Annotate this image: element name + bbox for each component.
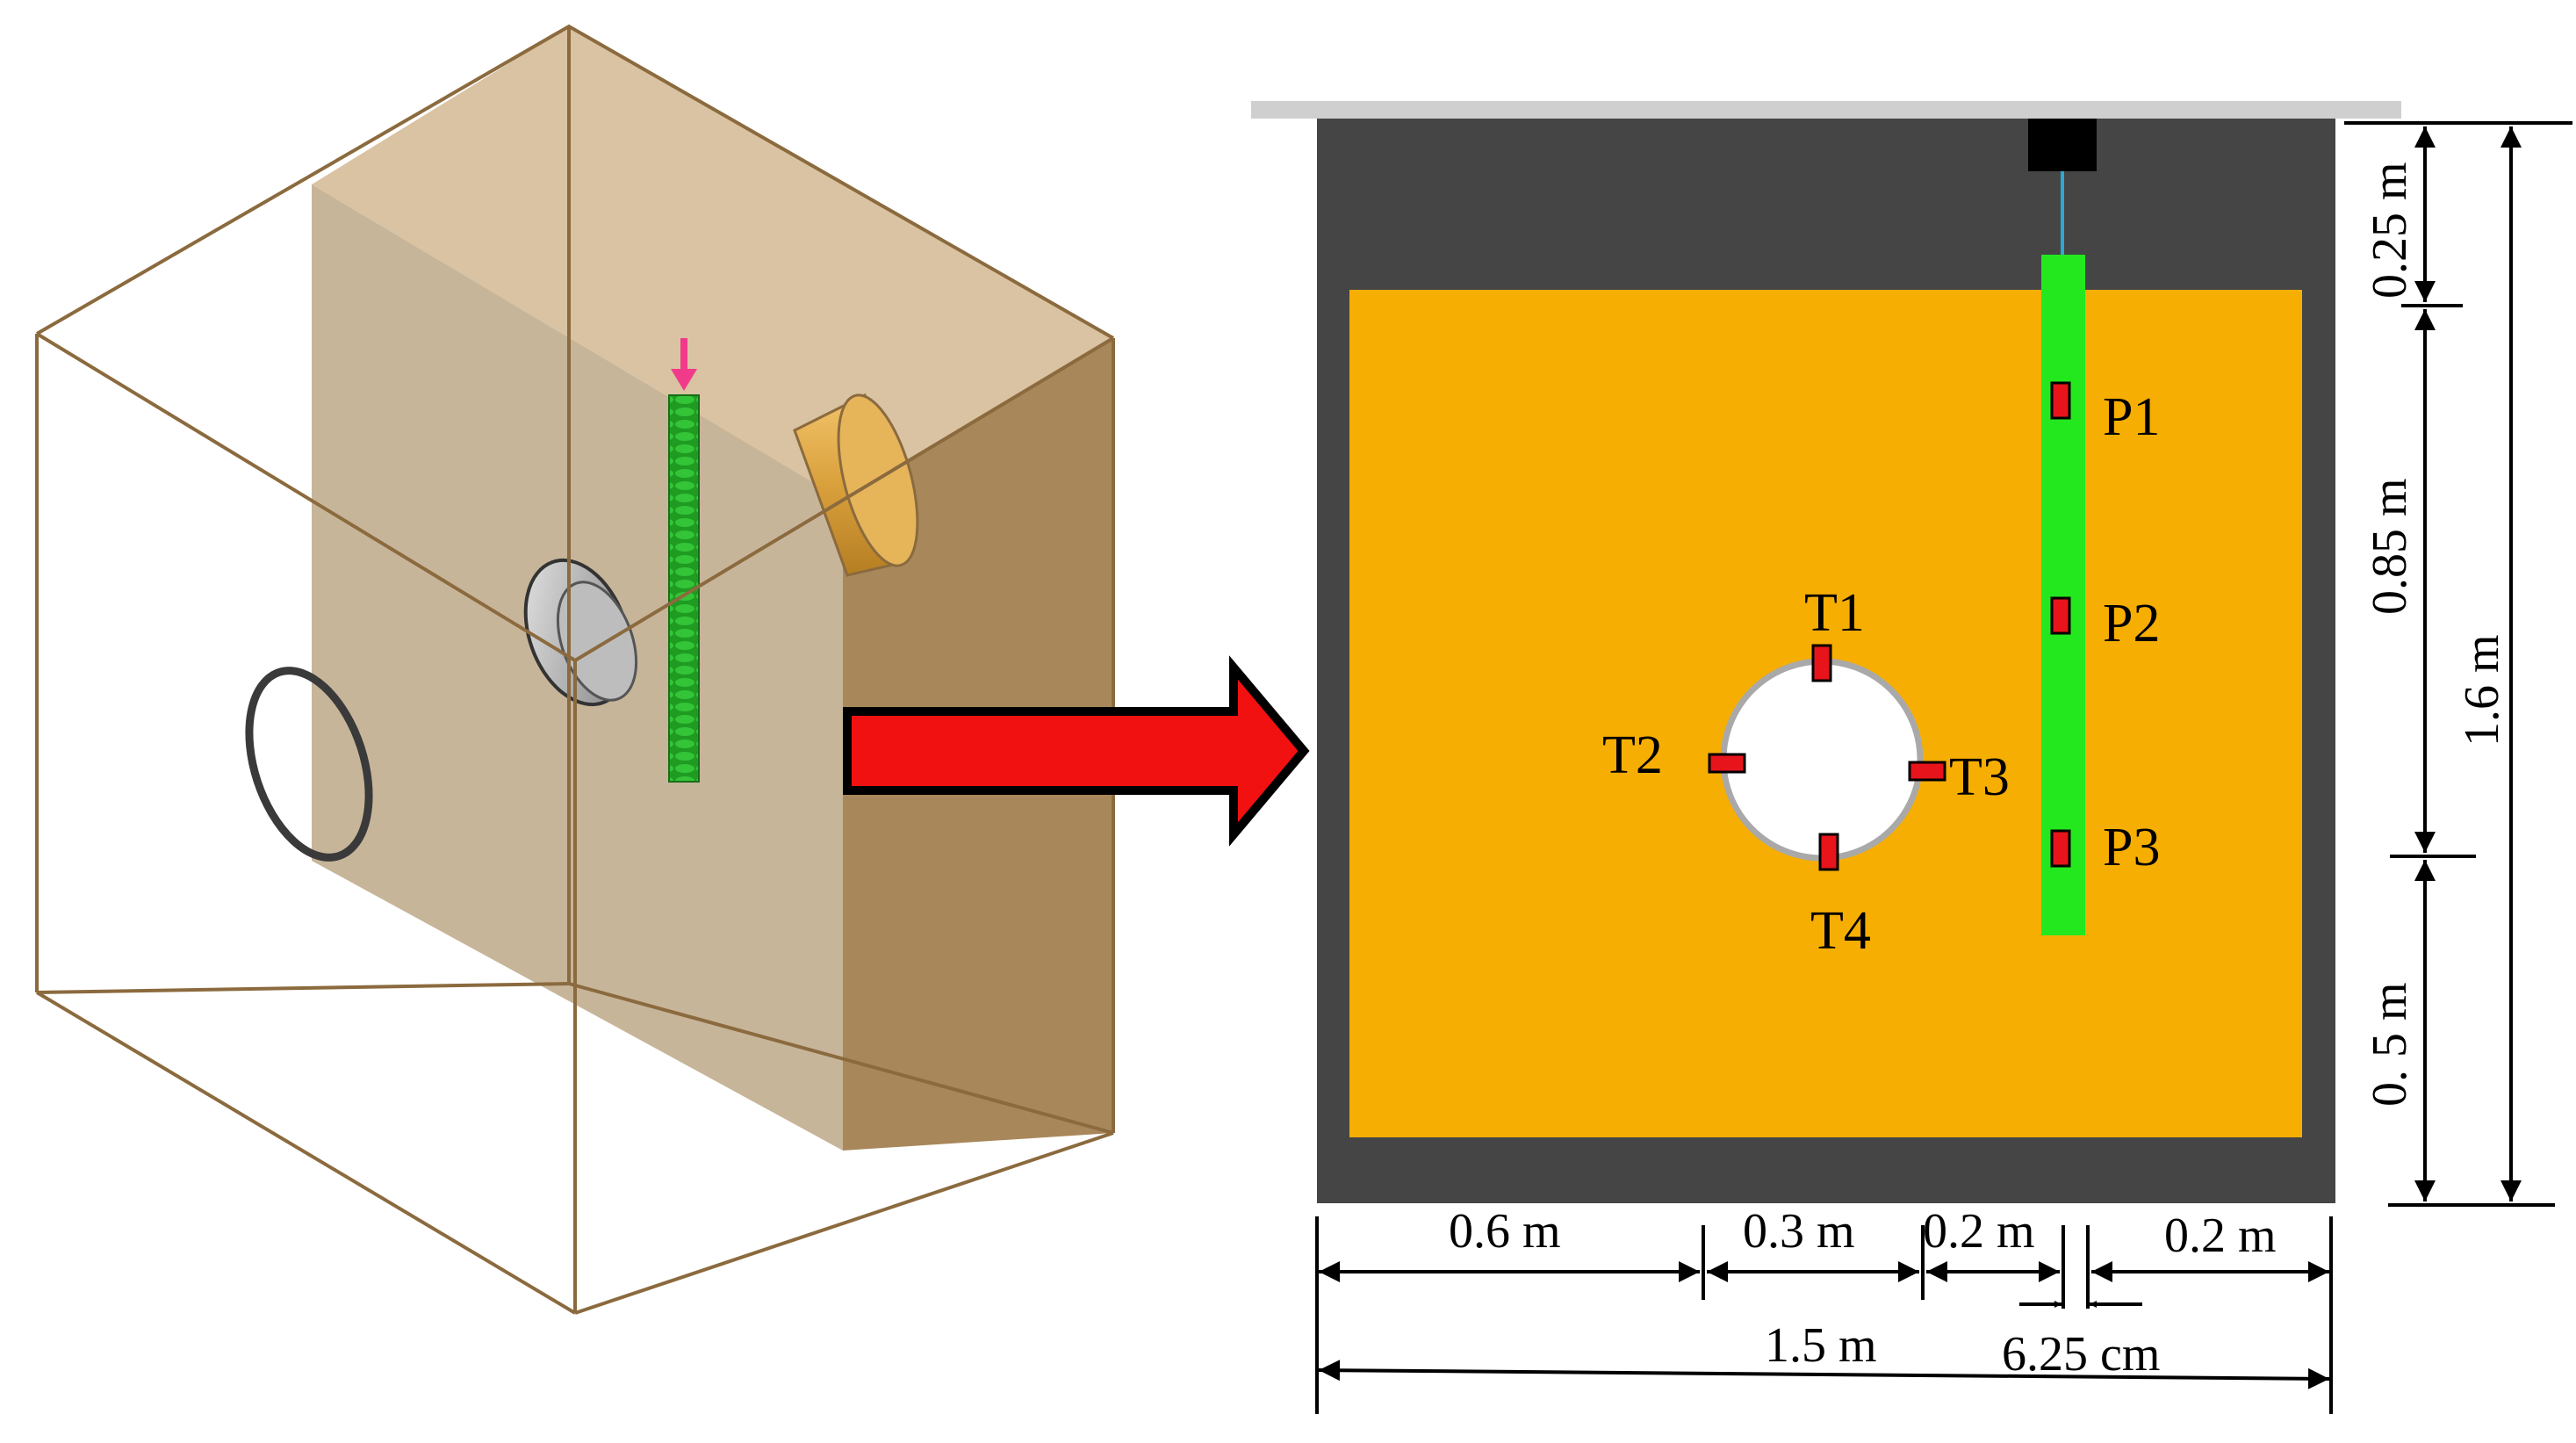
sensor-p3 <box>2050 829 2071 868</box>
label-p1: P1 <box>2103 387 2160 447</box>
dim-1-5m: 1.5 m <box>1765 1318 1877 1373</box>
isometric-model <box>35 24 1115 1315</box>
pile <box>2041 255 2085 935</box>
dim-0-2m-left: 0.2 m <box>1923 1204 2035 1259</box>
label-p3: P3 <box>2103 818 2160 877</box>
dim-0-2m-right: 0.2 m <box>2164 1209 2277 1263</box>
horizontal-dimensions <box>1315 1216 2333 1414</box>
right-arrow-icon <box>843 655 1310 847</box>
label-p2: P2 <box>2103 594 2160 653</box>
sensor-t2 <box>1708 753 1746 774</box>
tunnel-section <box>1720 658 1924 862</box>
tunnel-ring-outline <box>245 667 373 862</box>
actuator-block <box>2028 119 2097 171</box>
label-t2: T2 <box>1602 725 1663 785</box>
vertical-dimensions <box>2344 121 2572 1207</box>
dim-0-6m: 0.6 m <box>1449 1204 1561 1259</box>
label-t3: T3 <box>1949 747 2010 807</box>
sensor-p1 <box>2050 381 2071 420</box>
tunnel-opening <box>523 558 638 707</box>
lid <box>1251 101 2401 119</box>
slab-top <box>312 26 1113 501</box>
dim-0-25m: 0.25 m <box>2363 162 2417 299</box>
box-wireframe <box>35 24 1115 1315</box>
sensor-t4 <box>1818 833 1839 871</box>
dim-1-6m: 1.6 m <box>2455 634 2509 747</box>
downward-arrow-icon <box>671 338 697 391</box>
dim-0-3m: 0.3 m <box>1743 1204 1855 1259</box>
sensor-t1 <box>1811 644 1832 682</box>
sensor-p2 <box>2050 596 2071 635</box>
dim-6-25cm: 6.25 cm <box>2002 1327 2160 1382</box>
section-view: P1 P2 P3 T1 T2 T3 T4 <box>1251 101 2401 1203</box>
label-t4: T4 <box>1810 901 1871 961</box>
dim-0-5m: 0. 5 m <box>2363 982 2417 1107</box>
sensor-t3 <box>1908 761 1946 782</box>
dim-0-85m: 0.85 m <box>2363 478 2417 615</box>
label-t1: T1 <box>1804 583 1865 643</box>
